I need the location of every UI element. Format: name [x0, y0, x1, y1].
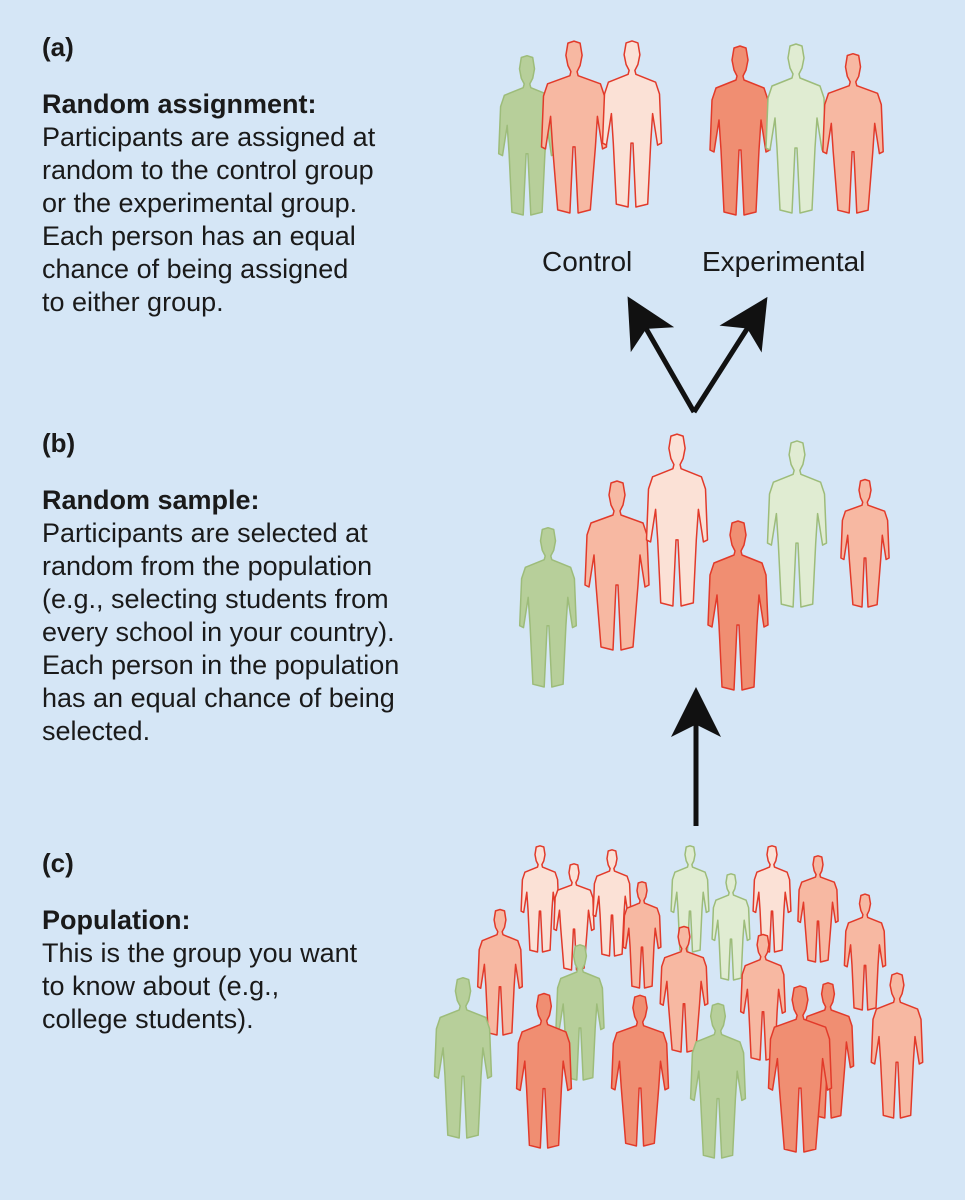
person-icon [584, 480, 650, 651]
control-group-people [497, 40, 663, 216]
person-icon [518, 526, 578, 688]
person-icon [622, 881, 662, 989]
person-icon [767, 985, 833, 1153]
experimental-group-label: Experimental [702, 246, 866, 277]
panel-population: (c) Population: This is the group you wa… [42, 848, 492, 1036]
person-icon [553, 863, 595, 971]
person-icon [689, 1002, 747, 1159]
arrow-to-experimental-icon [691, 296, 768, 414]
panel-letter-a: (a) [42, 32, 74, 62]
heading-random-sample: Random sample: [42, 485, 260, 515]
description-random-assignment: Participants are assigned at random to t… [42, 122, 376, 317]
flow-arrows [627, 296, 768, 826]
person-icon [843, 893, 887, 1011]
panel-random-sample: (b) Random sample: Participants are sele… [42, 428, 492, 748]
person-icon [766, 440, 828, 608]
person-icon [433, 976, 493, 1139]
person-icon [659, 925, 709, 1053]
person-icon [840, 478, 890, 608]
person-icon [515, 992, 573, 1149]
description-random-sample: Participants are selected at random from… [42, 518, 400, 746]
panel-letter-b: (b) [42, 428, 76, 458]
person-icon [520, 845, 560, 953]
person-icon [540, 40, 608, 214]
person-icon [797, 855, 839, 963]
heading-random-assignment: Random assignment: [42, 89, 317, 119]
person-icon [709, 45, 771, 216]
panel-letter-c: (c) [42, 848, 74, 878]
heading-population: Population: [42, 905, 191, 935]
person-icon [592, 849, 632, 957]
person-icon [601, 40, 663, 208]
control-group-label: Control [542, 246, 633, 277]
description-population: This is the group you want to know about… [42, 938, 358, 1034]
person-icon [752, 845, 792, 953]
population-people [433, 845, 924, 1159]
experimental-group-people [709, 43, 884, 216]
person-icon [822, 52, 884, 214]
person-icon [670, 845, 710, 953]
panel-random-assignment: (a) Random assignment: Participants are … [42, 32, 492, 319]
person-icon [711, 873, 751, 981]
random-sample-people [518, 433, 890, 691]
person-icon [610, 994, 670, 1147]
person-icon [870, 972, 924, 1119]
person-icon [765, 43, 827, 214]
person-icon [707, 520, 769, 691]
person-icon [497, 54, 557, 216]
person-icon [645, 433, 709, 607]
arrow-to-control-icon [627, 296, 697, 414]
person-icon [476, 908, 524, 1036]
